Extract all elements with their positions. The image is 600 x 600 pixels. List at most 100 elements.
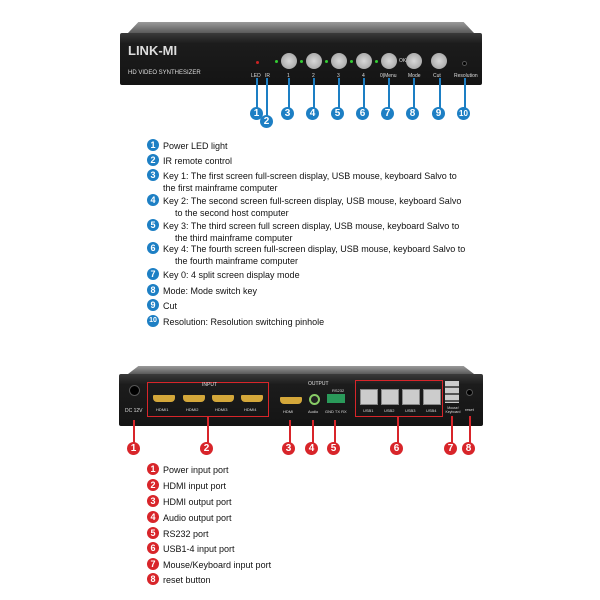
key1-led (275, 60, 278, 63)
legend-text: Key 2: The second screen full-screen dis… (163, 196, 462, 206)
hdmi-out-port[interactable] (280, 397, 302, 404)
callout-stem (439, 78, 441, 108)
key-0-menu-button[interactable] (381, 53, 397, 69)
back-callout-4: 4 (305, 442, 318, 455)
callout-stem (256, 78, 258, 108)
menu-label: 0|Menu (380, 73, 397, 79)
legend-text: reset button (163, 575, 211, 585)
legend-text: Key 0: 4 split screen display mode (163, 270, 300, 280)
front-panel: LINK-MI HD VIDEO SYNTHESIZER LED IR 1 2 … (120, 33, 482, 85)
back-callout-6: 6 (390, 442, 403, 455)
key2-led (300, 60, 303, 63)
back-panel: DC 12V INPUT HDMI1 HDMI2 HDMI3 HDMI4 OUT… (119, 374, 483, 426)
legend-text: Resolution: Resolution switching pinhole (163, 317, 325, 327)
callout-stem (133, 420, 135, 444)
input-group: INPUT HDMI1 HDMI2 HDMI3 HDMI4 (147, 382, 269, 417)
ir-label: IR (265, 73, 270, 79)
usb-3-label: USB3 (405, 408, 416, 413)
hdmi-in-3-label: HDMI3 (215, 407, 228, 412)
legend-text: Mode: Mode switch key (163, 286, 258, 296)
key3-led (325, 60, 328, 63)
callout-5: 5 (331, 107, 344, 120)
legend-text: HDMI output port (163, 497, 232, 507)
mode-button[interactable] (406, 53, 422, 69)
usb-2-label: USB2 (384, 408, 395, 413)
ok-label: OK (399, 58, 407, 64)
legend-num: 2 (147, 479, 159, 491)
resolution-pinhole[interactable] (462, 61, 467, 66)
legend-num: 3 (147, 495, 159, 507)
legend-num: 2 (147, 154, 159, 166)
back-callout-7: 7 (444, 442, 457, 455)
key-3-button[interactable] (331, 53, 347, 69)
callout-stem (413, 78, 415, 108)
legend-num: 8 (147, 573, 159, 585)
hdmi-in-1-port[interactable] (153, 395, 175, 402)
legend-text: IR remote control (163, 156, 233, 166)
output-label: OUTPUT (308, 381, 329, 387)
mouse-keyboard-port[interactable] (445, 381, 459, 403)
key-3-label: 3 (337, 73, 340, 79)
usb-4-label: USB4 (426, 408, 437, 413)
legend-text-cont: to the second host computer (175, 208, 289, 218)
legend-text-cont: the third mainframe computer (175, 233, 293, 243)
callout-stem (363, 78, 365, 108)
mode-label: Mode (408, 73, 421, 79)
callout-stem (266, 78, 268, 116)
callout-stem (451, 416, 453, 444)
hdmi-in-2-port[interactable] (183, 395, 205, 402)
callout-2: 2 (260, 115, 273, 128)
callout-stem (338, 78, 340, 108)
key-4-button[interactable] (356, 53, 372, 69)
hdmi-in-4-label: HDMI4 (244, 407, 257, 412)
device-subtitle: HD VIDEO SYNTHESIZER (128, 70, 201, 76)
callout-stem (464, 78, 466, 108)
dc-jack[interactable] (129, 385, 140, 396)
back-callout-3: 3 (282, 442, 295, 455)
cut-label: Cut (433, 73, 441, 79)
key0-led (375, 60, 378, 63)
legend-num: 4 (147, 194, 159, 206)
rs232-port[interactable] (327, 394, 345, 403)
usb-1-port[interactable] (360, 389, 378, 405)
rs232-label: RS232 (332, 388, 345, 393)
callout-stem (397, 416, 399, 444)
legend-text: Key 4: The fourth screen full-screen dis… (163, 244, 466, 254)
legend-text: Power input port (163, 465, 229, 475)
usb-2-port[interactable] (381, 389, 399, 405)
input-label: INPUT (202, 382, 217, 388)
key-1-label: 1 (287, 73, 290, 79)
callout-3: 3 (281, 107, 294, 120)
usb-4-port[interactable] (423, 389, 441, 405)
hdmi-in-4-port[interactable] (241, 395, 263, 402)
key-4-label: 4 (362, 73, 365, 79)
legend-text: HDMI input port (163, 481, 227, 491)
callout-stem (312, 420, 314, 444)
key-1-button[interactable] (281, 53, 297, 69)
callout-8: 8 (406, 107, 419, 120)
hdmi-in-3-port[interactable] (212, 395, 234, 402)
reset-button[interactable] (466, 389, 473, 396)
callout-stem (388, 78, 390, 108)
device-top (128, 22, 474, 33)
legend-num: 7 (147, 558, 159, 570)
audio-label: Audio (308, 409, 319, 414)
audio-port[interactable] (309, 394, 320, 405)
hdmi-out-label: HDMI (283, 409, 294, 414)
key-2-button[interactable] (306, 53, 322, 69)
device-top-back (128, 366, 474, 374)
legend-text: Key 3: The third screen full screen disp… (163, 221, 460, 231)
usb-3-port[interactable] (402, 389, 420, 405)
hdmi-in-2-label: HDMI2 (186, 407, 199, 412)
callout-4: 4 (306, 107, 319, 120)
legend-num: 5 (147, 219, 159, 231)
cut-button[interactable] (431, 53, 447, 69)
legend-text: Cut (163, 301, 178, 311)
legend-text: Mouse/Keyboard input port (163, 560, 272, 570)
legend-num: 4 (147, 511, 159, 523)
callout-7: 7 (381, 107, 394, 120)
callout-6: 6 (356, 107, 369, 120)
callout-stem (288, 78, 290, 108)
legend-num: 7 (147, 268, 159, 280)
